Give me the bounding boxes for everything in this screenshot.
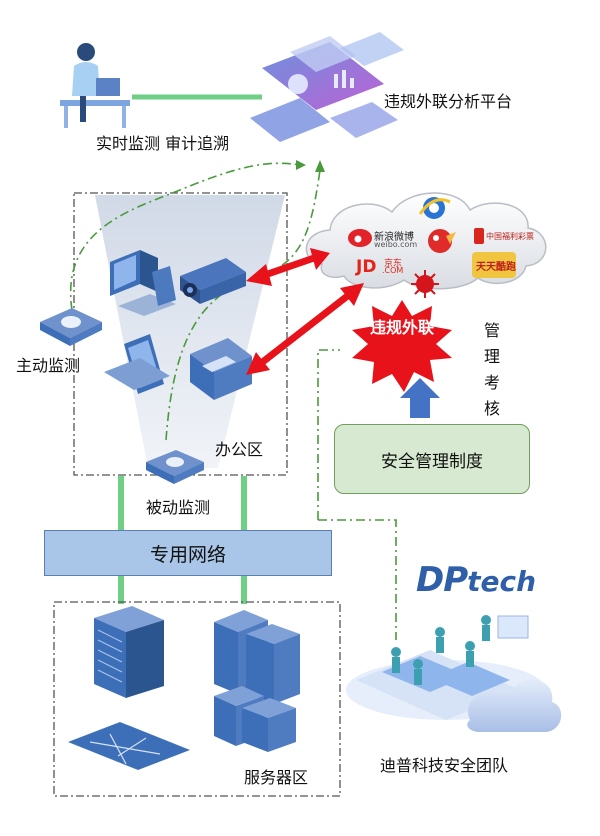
flow-arrowhead-2 <box>315 160 325 172</box>
violation-label: 违规外联 <box>369 318 434 337</box>
virus-icon <box>411 270 439 298</box>
jd-en-text: .COM <box>382 266 404 275</box>
desktop-computer-icon <box>110 250 176 316</box>
red-double-arrow-upper <box>246 248 330 286</box>
laptop-icon <box>104 334 170 394</box>
server-tower-group-icon <box>214 610 300 752</box>
passive-monitor-device-icon <box>146 450 204 484</box>
office-beam <box>95 195 285 468</box>
lottery-logo-icon <box>474 228 484 244</box>
management-label: 管理考核 <box>484 321 501 418</box>
monitor-audit-label: 实时监测 审计追溯 <box>96 134 230 153</box>
game-text: 天天酷跑 <box>476 262 516 273</box>
fax-machine-icon <box>190 338 252 400</box>
private-network-bar: 专用网络 <box>44 530 332 576</box>
dptech-logo: DPtech <box>416 560 536 600</box>
ie-browser-icon <box>418 197 451 219</box>
violation-burst <box>352 300 452 392</box>
server-rack-icon <box>94 606 164 698</box>
dptech-logo-dp: DP <box>416 560 468 600</box>
jd-logo-text: JD <box>356 257 377 277</box>
passive-monitor-label: 被动监测 <box>146 498 211 517</box>
jd-cn-text: 京东 <box>384 259 403 269</box>
lottery-cn-text: 中国福利彩票 <box>486 232 534 241</box>
red-double-arrow-lower <box>246 283 364 375</box>
flow-arrowhead-1 <box>296 160 306 170</box>
team-label: 迪普科技安全团队 <box>380 756 509 775</box>
network-topology-icon <box>68 722 190 770</box>
weibo-cn-text: 新浪微博 <box>374 232 414 243</box>
green-vertical-links <box>118 476 247 604</box>
active-monitor-device-icon <box>40 308 102 346</box>
projector-icon <box>180 258 246 304</box>
server-zone-label: 服务器区 <box>244 768 309 787</box>
weibo-en-text: weibo.com <box>374 240 418 249</box>
weibo-logo-icon <box>348 229 372 247</box>
game-logo-icon <box>472 252 516 278</box>
red-bird-icon <box>428 229 456 253</box>
operator-person-icon <box>60 43 130 128</box>
office-zone-label: 办公区 <box>215 440 264 459</box>
security-policy-box: 安全管理制度 <box>334 424 530 494</box>
security-team-illustration <box>346 615 562 732</box>
platform-label: 违规外联分析平台 <box>384 92 513 111</box>
up-arrow-icon <box>400 378 440 418</box>
dptech-logo-tech: tech <box>467 565 537 598</box>
analysis-dashboard-icon <box>250 32 404 142</box>
active-monitor-label: 主动监测 <box>16 356 81 375</box>
